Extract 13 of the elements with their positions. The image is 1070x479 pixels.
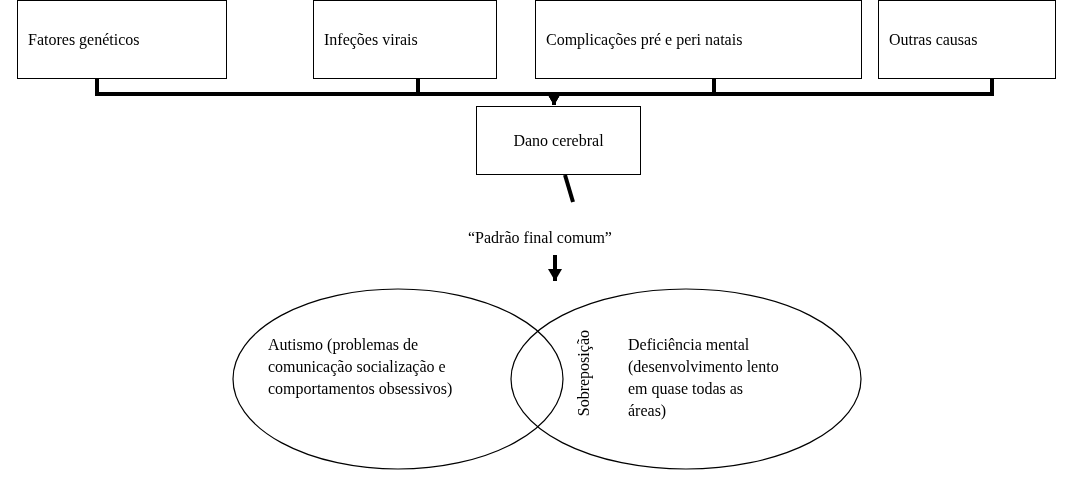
process-box: Complicações pré e peri natais [535, 0, 862, 79]
process-box: Dano cerebral [476, 106, 641, 175]
ellipse-text: Autismo (problemas de comunicação socialização e comportamentos obsessivos) [268, 335, 454, 400]
ellipse [510, 288, 862, 470]
process-box: Fatores genéticos [17, 0, 227, 79]
connector-arrow [547, 79, 994, 105]
connector-arrow [548, 255, 562, 281]
process-box: Outras causas [878, 0, 1056, 79]
ellipse-text: Deficiência mental (desenvolvimento lento em quase todas as áreas) [628, 335, 780, 422]
overlap-label: Sobreposição [574, 329, 594, 417]
process-box: Infeções virais [313, 0, 497, 79]
flow-label: “Padrão final comum” [468, 228, 612, 248]
ellipse [232, 288, 564, 470]
